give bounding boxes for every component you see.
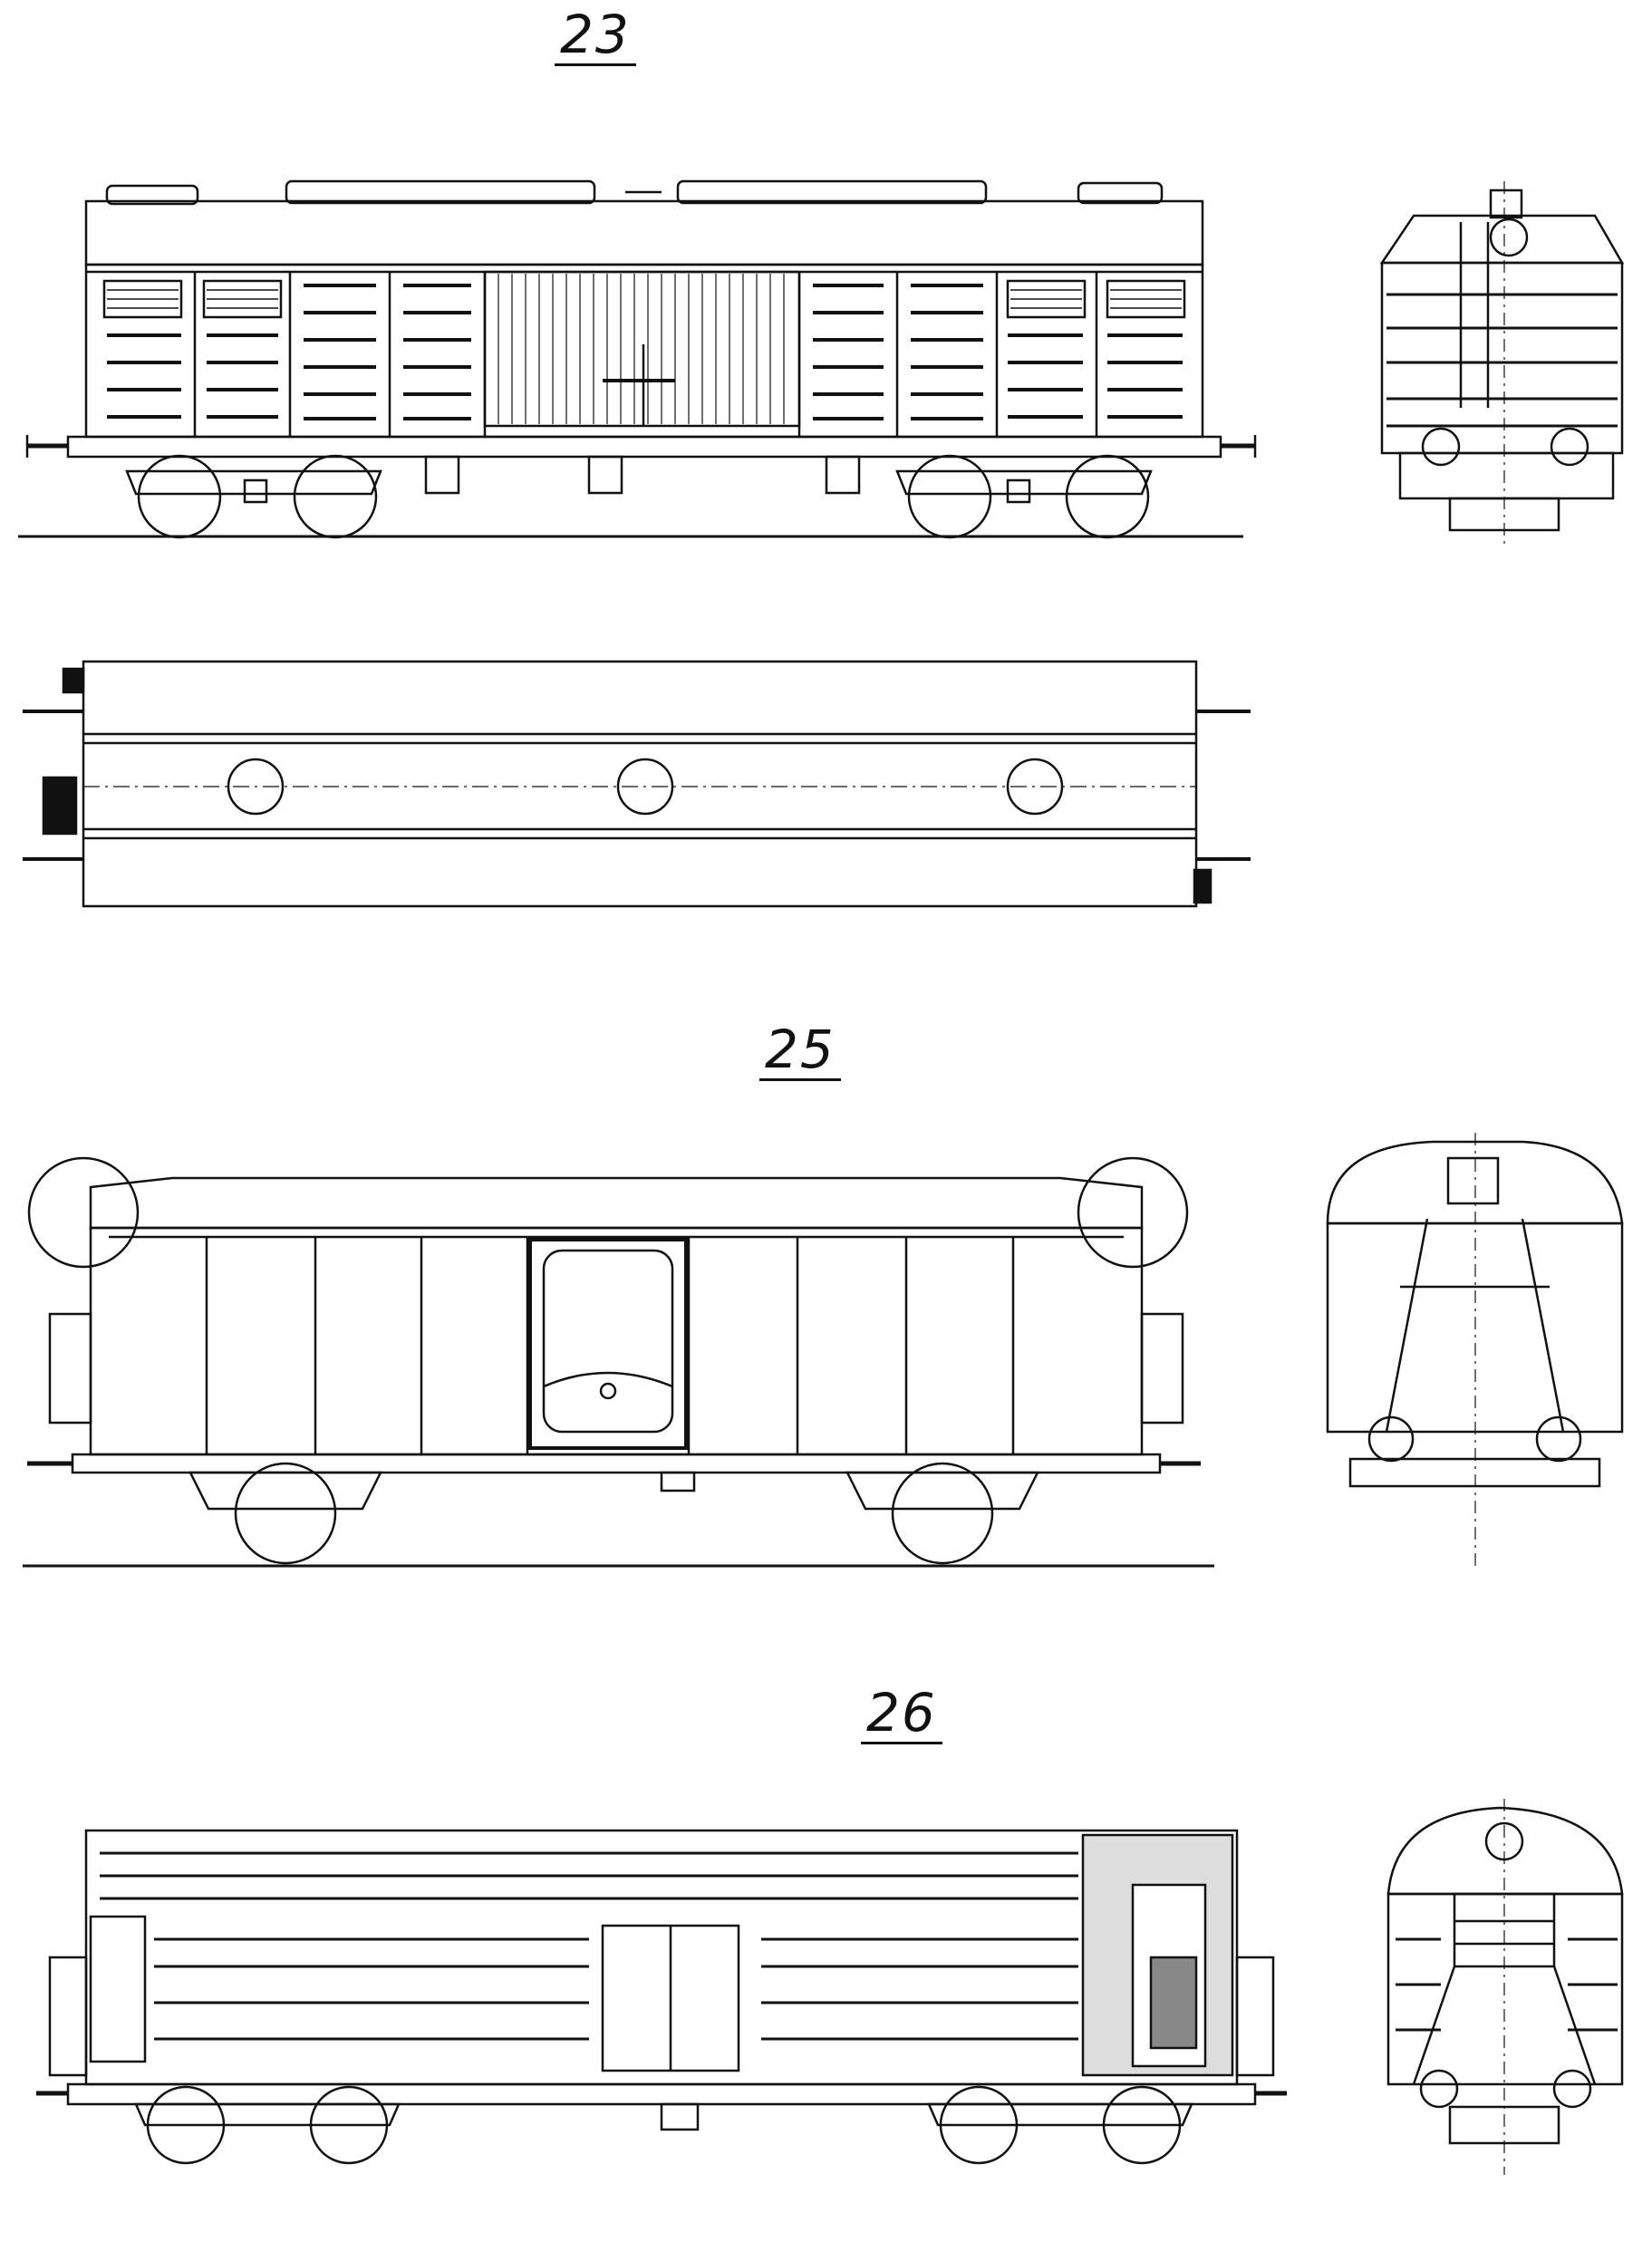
wagon-26-side-view: [36, 1829, 1287, 2165]
wagon-23-end-view: [1379, 181, 1625, 544]
car-body: [89, 1226, 1144, 1456]
underframe: [66, 435, 1222, 459]
sliding-door: [483, 270, 801, 428]
figure-number-26: 26: [861, 1686, 942, 1744]
figure-number-25: 25: [759, 1022, 841, 1081]
figure-number-23: 23: [555, 7, 636, 66]
door-frame: [528, 1238, 688, 1450]
wagon-25-end-view: [1326, 1133, 1624, 1568]
wheel: [137, 454, 222, 539]
wheel: [293, 454, 378, 539]
door-panel: [542, 1249, 674, 1434]
roof-hatch: [227, 758, 285, 816]
wheel: [234, 1462, 337, 1565]
end-ladder: [48, 1312, 92, 1425]
wagon-23-side-view: [18, 179, 1257, 539]
end-roof: [1326, 1140, 1624, 1225]
wheel: [891, 1462, 994, 1565]
end-roof: [1386, 1806, 1624, 1896]
roof: [89, 1176, 1144, 1230]
wheel: [1065, 454, 1150, 539]
roof: [84, 199, 1204, 266]
roof-hatch: [616, 758, 674, 816]
end-roof: [1379, 214, 1625, 265]
plan-outline: [82, 660, 1198, 908]
wagon-26-end-view: [1386, 1799, 1624, 2175]
car-body: [84, 1829, 1239, 2086]
wagon-25-side-view: [23, 1156, 1214, 1568]
wagon-plan-view: [23, 660, 1251, 908]
roof-hatch: [1006, 758, 1064, 816]
underframe: [66, 2082, 1257, 2106]
wheel: [907, 454, 992, 539]
underframe: [71, 1453, 1162, 1474]
end-ladder: [1140, 1312, 1184, 1425]
